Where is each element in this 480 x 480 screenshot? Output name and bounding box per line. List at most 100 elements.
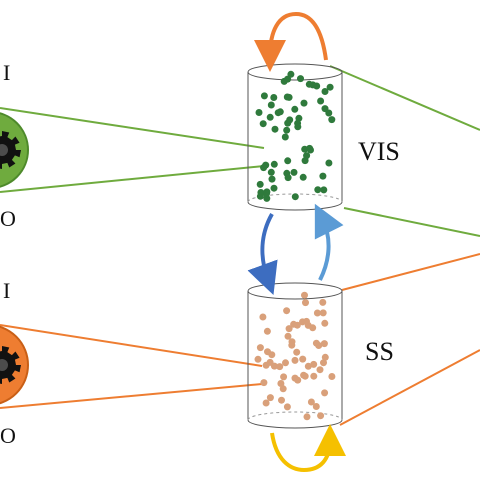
particle — [286, 116, 294, 124]
particle — [271, 125, 279, 133]
particle — [280, 373, 288, 381]
particle — [301, 291, 308, 299]
particle — [262, 399, 270, 407]
green-right-line-bottom — [343, 207, 480, 237]
particle — [325, 159, 333, 167]
particle — [283, 307, 291, 315]
particle — [260, 92, 268, 100]
gear-shape — [0, 346, 21, 384]
particle — [320, 359, 327, 367]
particle — [270, 362, 278, 370]
orange-process-node — [0, 325, 29, 405]
particle — [276, 363, 284, 371]
particle — [297, 75, 304, 83]
particle — [268, 351, 276, 359]
particle — [301, 372, 309, 380]
particle — [302, 299, 309, 307]
green-connection-lines — [0, 65, 480, 237]
particle — [283, 403, 291, 411]
green-right-line-top — [329, 65, 480, 131]
green-process-node — [0, 112, 29, 188]
particle — [263, 190, 270, 198]
particle — [304, 362, 312, 370]
particle — [291, 356, 299, 364]
particle — [278, 396, 285, 404]
ss-tank-label: SS — [365, 337, 394, 366]
orange-connection-lines — [0, 253, 480, 426]
particle — [321, 353, 329, 361]
vis-particles — [255, 70, 336, 202]
ss-tank — [247, 282, 343, 429]
particle — [316, 366, 324, 374]
particle — [285, 93, 293, 101]
particle — [260, 379, 268, 387]
particle — [283, 126, 291, 134]
particle — [325, 109, 333, 117]
particle — [282, 359, 289, 367]
particle — [319, 298, 327, 306]
orange-right-line-bottom — [339, 349, 480, 426]
particle — [320, 340, 328, 348]
particle — [319, 309, 327, 317]
particle — [279, 385, 287, 393]
particle — [270, 184, 278, 192]
vis-tank-top — [247, 63, 343, 81]
vis-recirculation-arrow — [254, 11, 328, 72]
particle — [280, 77, 288, 85]
ss-particles — [254, 291, 336, 421]
green-input-label: I — [3, 60, 10, 85]
particle — [287, 70, 295, 78]
ss-tank-top — [247, 282, 343, 300]
orange-right-line-top — [341, 253, 480, 291]
ss-to-vis-arrow — [314, 203, 344, 281]
particle — [270, 160, 278, 168]
gear-hole — [0, 144, 8, 156]
vis-tank — [247, 63, 343, 211]
ss-tank-body — [247, 291, 343, 420]
vis-to-ss-arrow — [247, 213, 278, 296]
particle — [312, 403, 320, 410]
particle — [274, 109, 282, 117]
particle — [284, 174, 292, 182]
ss-recirculation-arrow — [270, 424, 346, 473]
particle — [299, 318, 306, 326]
particle — [293, 321, 301, 329]
particle — [259, 313, 267, 321]
particle — [319, 172, 327, 180]
particle — [270, 94, 278, 101]
particle — [315, 342, 323, 349]
particle — [284, 157, 292, 165]
particle — [300, 99, 308, 107]
particle — [299, 173, 307, 181]
particle — [256, 180, 264, 188]
particle — [303, 413, 311, 421]
particle — [291, 193, 299, 201]
particle — [291, 105, 299, 113]
particle — [317, 97, 325, 105]
particle — [281, 133, 289, 141]
vis-tank-bottom — [247, 201, 343, 211]
vis-tank-label: VIS — [358, 137, 400, 166]
orange-output-line — [0, 383, 263, 409]
particle — [320, 186, 328, 194]
ss-tank-bottom — [247, 419, 343, 429]
particle — [314, 186, 322, 194]
particle — [313, 309, 321, 317]
particle — [309, 81, 317, 89]
particle — [326, 83, 334, 91]
gear-hole — [0, 359, 8, 371]
particle — [290, 168, 298, 176]
particle — [262, 361, 270, 369]
particle — [268, 175, 276, 183]
particle — [260, 164, 268, 172]
particle — [288, 338, 296, 346]
particle — [254, 355, 262, 363]
green-output-label: O — [0, 206, 16, 231]
particle — [321, 88, 329, 95]
orange-input-label: I — [3, 278, 10, 303]
particle — [277, 380, 285, 387]
particle — [267, 101, 275, 109]
particle — [255, 109, 263, 116]
particle — [293, 348, 301, 356]
